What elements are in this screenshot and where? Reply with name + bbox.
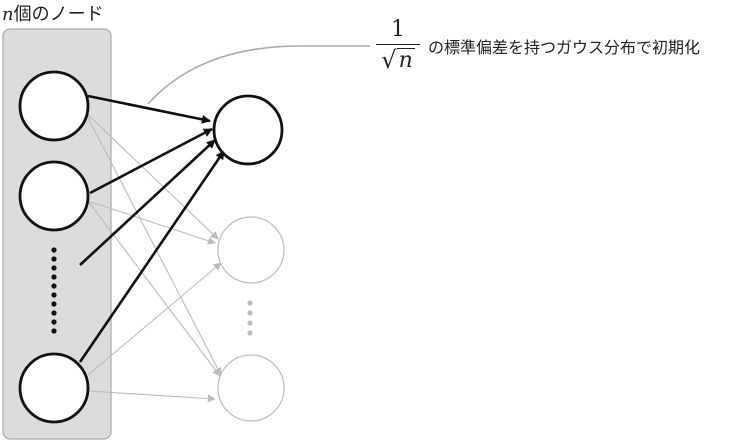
edge-in1-out1 [87,94,211,124]
input-nodes-label-text: 個のノード [13,4,104,25]
fraction-bar [376,44,420,45]
active-connections [78,94,226,363]
inactive-connections [84,111,222,403]
fraction-denominator: √n [381,46,415,74]
initialization-description: の標準偏差を持つガウス分布で初期化 [428,37,701,57]
initialization-annotation: 1 √n の標準偏差を持つガウス分布で初期化 [376,18,700,73]
edge-in3-out2 [87,262,222,376]
fraction-numerator: 1 [391,17,405,42]
input-node-2 [18,160,90,232]
edge-in2-out2 [87,200,216,245]
output-ellipsis [247,300,253,336]
std-dev-fraction: 1 √n [376,18,420,73]
output-node-inactive-2 [217,354,285,422]
input-node-n [18,352,90,424]
input-nodes-label: n個のノード [2,0,104,26]
output-node-active [212,94,284,166]
edge-in3-out3 [87,390,216,403]
annotation-curve [147,45,370,105]
edge-in3-out1 [78,150,226,363]
output-node-inactive-1 [217,216,285,284]
edge-in2-out1 [89,127,213,195]
edge-ellipsis-out1 [79,139,216,266]
edge-in1-out3 [84,111,222,376]
edge-in2-out3 [87,200,221,377]
sqrt-symbol: √ [381,46,397,74]
input-count-variable: n [2,4,14,25]
edge-in1-out2 [84,111,219,240]
input-ellipsis [51,247,57,334]
input-node-1 [18,70,90,142]
sqrt-radicand: n [396,48,415,73]
